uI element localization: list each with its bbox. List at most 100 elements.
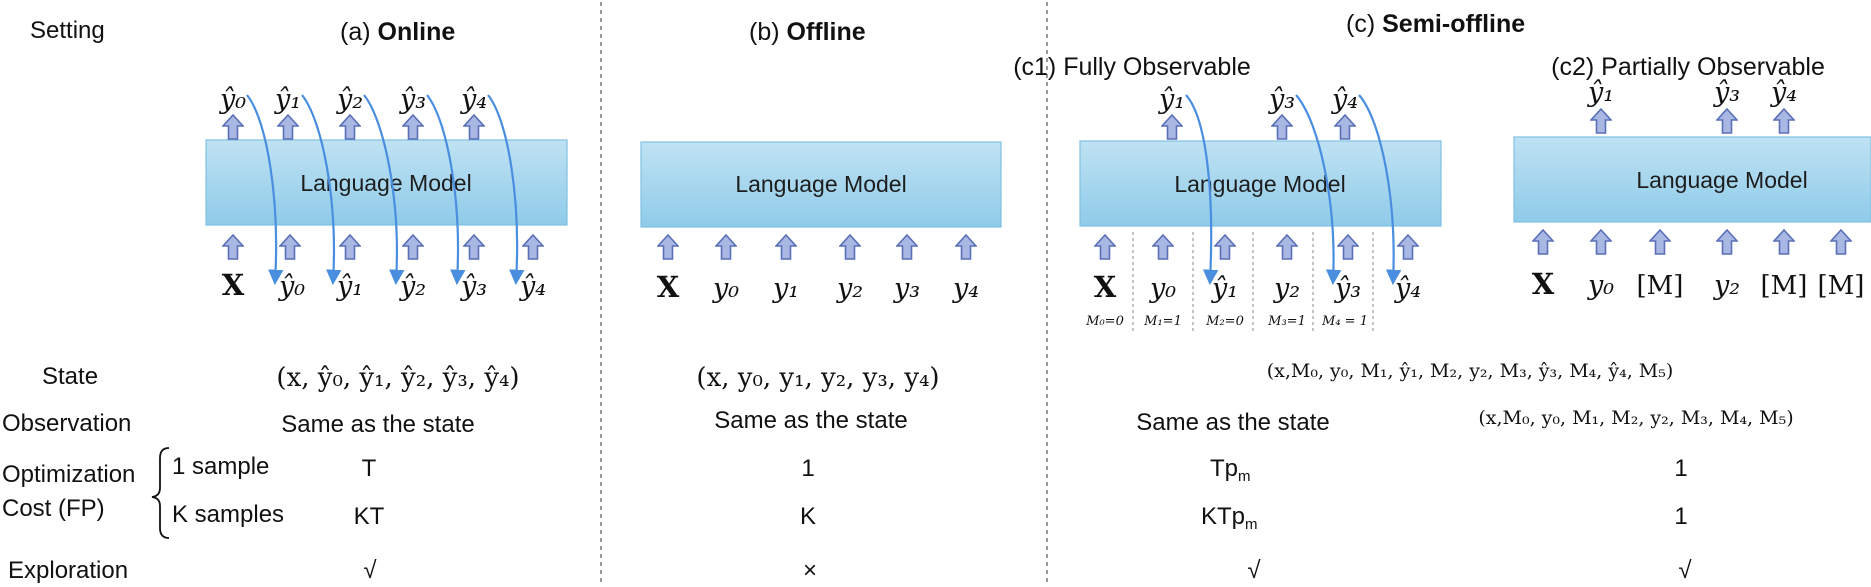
offline-input-token: y₂ xyxy=(836,273,863,304)
online-exploration: √ xyxy=(363,557,377,584)
brace-icon xyxy=(151,447,170,539)
partial-cost-one: 1 xyxy=(1674,455,1687,482)
partial-output-token: ŷ₄ xyxy=(1770,77,1797,108)
partial-input-arrow xyxy=(1590,229,1612,255)
online-output-token: ŷ₄ xyxy=(460,84,487,115)
offline-state: (x, y₀, y₁, y₂, y₃, y₄) xyxy=(696,363,939,393)
partial-input-token: y₂ xyxy=(1713,270,1740,301)
fully-feedback-curve xyxy=(1185,94,1219,286)
partial-input-arrow xyxy=(1773,229,1795,255)
offline-input-token: y₃ xyxy=(893,273,920,304)
partial-observation: (x,M₀, y₀, M₁, M₂, y₂, M₃, M₄, M₅) xyxy=(1478,407,1793,429)
fully-input-arrow xyxy=(1152,234,1174,260)
offline-input-token: y₄ xyxy=(952,273,979,304)
fully-cost-k: KTpm xyxy=(1201,503,1258,533)
partial-model-label: Language Model xyxy=(1636,167,1807,193)
setting-label: Setting xyxy=(30,17,105,44)
online-feedback-curve xyxy=(301,94,342,286)
offline-observation: Same as the state xyxy=(714,407,907,434)
fully-model-box: Language Model xyxy=(1079,140,1442,227)
observation-label: Observation xyxy=(2,410,131,437)
online-output-arrow xyxy=(402,114,424,140)
offline-input-token: X xyxy=(657,270,680,304)
online-heading: (a) Online xyxy=(340,18,455,46)
online-input-arrow xyxy=(463,234,485,260)
online-state: (x, ŷ₀, ŷ₁, ŷ₂, ŷ₃, ŷ₄) xyxy=(276,363,519,393)
semi-state: (x,M₀, y₀, M₁, ŷ₁, M₂, y₂, M₃, ŷ₃, M₄, ŷ… xyxy=(1267,360,1674,382)
offline-exploration: × xyxy=(803,557,817,584)
mask-label: M₃=1 xyxy=(1267,314,1306,329)
online-output-arrow xyxy=(222,114,244,140)
mask-dividers xyxy=(1132,232,1374,334)
fully-input-arrow xyxy=(1397,234,1419,260)
partial-input-token: [M] xyxy=(1637,271,1684,301)
offline-input-arrow xyxy=(896,234,918,260)
fully-input-arrow xyxy=(1094,234,1116,260)
partial-input-token: X xyxy=(1532,267,1555,301)
online-output-token: ŷ₁ xyxy=(274,84,301,115)
partial-input-arrow xyxy=(1649,229,1671,255)
mask-label: M₂=0 xyxy=(1205,314,1244,329)
fully-observation: Same as the state xyxy=(1136,409,1329,436)
fully-input-token: X xyxy=(1094,270,1117,304)
fully-exploration: √ xyxy=(1247,557,1261,584)
online-cost-k: KT xyxy=(354,503,385,530)
offline-input-token: y₀ xyxy=(712,273,739,304)
partial-input-arrow xyxy=(1716,229,1738,255)
partial-input-arrow xyxy=(1532,229,1554,255)
fully-input-arrow xyxy=(1214,234,1236,260)
offline-cost-one: 1 xyxy=(801,455,814,482)
partial-input-token: [M] xyxy=(1761,271,1808,301)
offline-input-token: y₁ xyxy=(772,273,799,304)
fully-input-arrow xyxy=(1276,234,1298,260)
mask-label: M₁=1 xyxy=(1143,314,1182,329)
fully-output-token: ŷ₄ xyxy=(1331,84,1358,115)
partially-observable-title: (c2) Partially Observable xyxy=(1551,53,1825,81)
fully-model-label: Language Model xyxy=(1174,171,1345,197)
online-input-token: ŷ₀ xyxy=(278,271,305,302)
online-input-token: ŷ₂ xyxy=(399,271,426,302)
online-cost-one: T xyxy=(362,455,377,482)
online-model-label: Language Model xyxy=(300,170,471,196)
fully-cost-one: Tpm xyxy=(1210,455,1251,485)
partial-output-token: ŷ₁ xyxy=(1587,77,1614,108)
fully-input-token: ŷ₁ xyxy=(1211,273,1238,304)
state-label: State xyxy=(42,363,98,390)
partial-input-token: [M] xyxy=(1818,271,1865,301)
online-input-token: X xyxy=(222,268,245,302)
fully-observable-title: (c1) Fully Observable xyxy=(1013,53,1251,81)
online-feedback-curve xyxy=(426,94,466,286)
offline-input-arrow xyxy=(715,234,737,260)
exploration-label: Exploration xyxy=(8,557,128,584)
online-input-arrow xyxy=(522,234,544,260)
partial-model-box: Language Model xyxy=(1513,136,1871,223)
fully-feedback-curve xyxy=(1358,94,1402,286)
online-output-token: ŷ₂ xyxy=(336,84,363,115)
online-feedback-curve xyxy=(487,94,525,286)
mask-label: M₀=0 xyxy=(1085,314,1124,329)
online-output-token: ŷ₃ xyxy=(399,84,426,115)
online-feedback-curve xyxy=(363,94,405,286)
fully-input-arrow xyxy=(1337,234,1359,260)
mask-labels: M₀=0 M₁=1 M₂=0 M₃=1 M₄ = 1 xyxy=(1085,314,1368,329)
online-input-token: ŷ₁ xyxy=(336,271,363,302)
online-input-arrow xyxy=(402,234,424,260)
cost-label: Cost (FP) xyxy=(2,495,105,522)
offline-heading: (b) Offline xyxy=(749,18,866,46)
fully-input-token: ŷ₄ xyxy=(1394,273,1421,304)
offline-input-arrow xyxy=(839,234,861,260)
partial-output-token: ŷ₃ xyxy=(1713,77,1740,108)
k-samples-label: K samples xyxy=(172,501,284,528)
mask-label: M₄ = 1 xyxy=(1321,314,1368,329)
online-input-arrow xyxy=(339,234,361,260)
fully-input-token: ŷ₃ xyxy=(1334,273,1361,304)
online-input-arrow xyxy=(279,234,301,260)
online-input-token: ŷ₃ xyxy=(460,271,487,302)
online-output-token: ŷ₀ xyxy=(219,84,246,115)
one-sample-label: 1 sample xyxy=(172,453,269,480)
offline-model-label: Language Model xyxy=(735,171,906,197)
partial-input-token: y₀ xyxy=(1587,270,1614,301)
fully-output-arrow xyxy=(1334,114,1356,140)
